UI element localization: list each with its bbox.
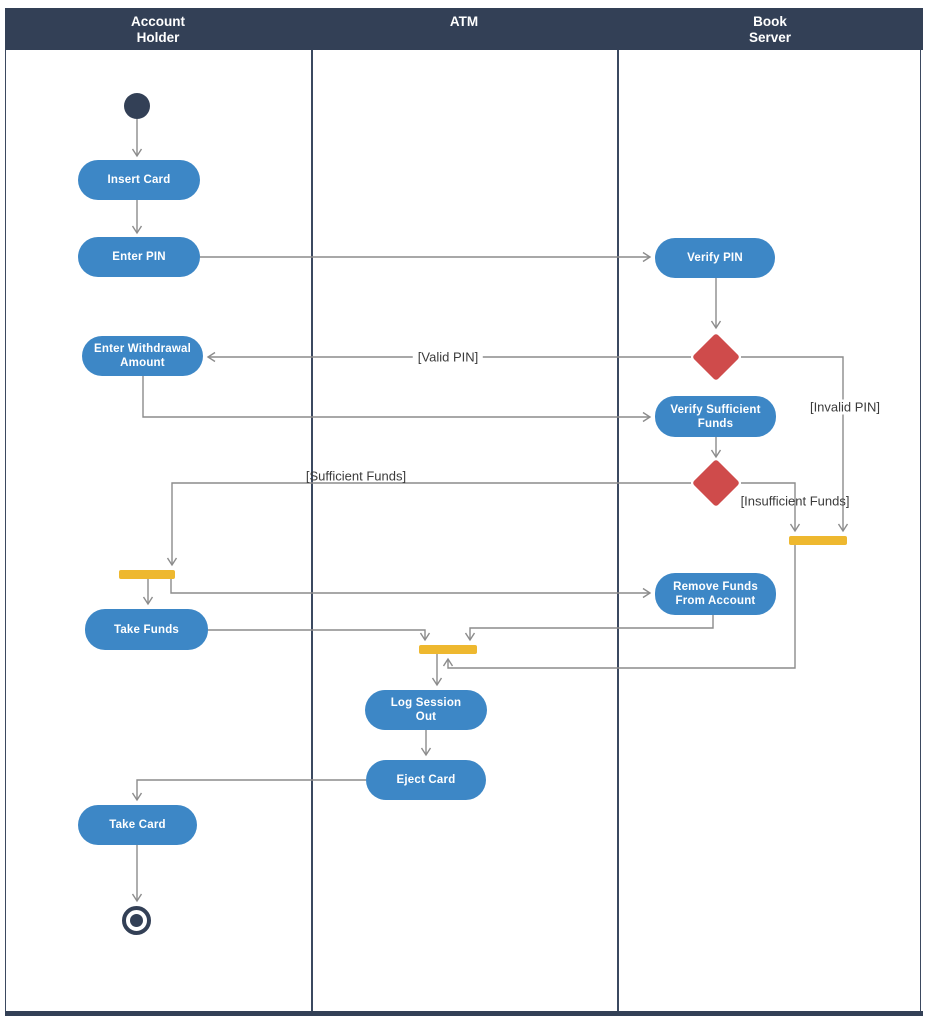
edge-label-valid-pin: [Valid PIN] [412,349,484,365]
swimlane-header: Account Holder ATM Book Server [5,8,923,50]
activity-take-funds: Take Funds [85,609,208,650]
activity-verify-sufficient-funds: Verify Sufficient Funds [655,396,776,437]
lane-divider-1 [311,50,313,1011]
sync-bar-account-holder [119,570,175,579]
lane-title-line: Account [131,14,185,29]
lane-title-book-server: Book Server [617,8,923,50]
lane-title-line: Server [748,30,792,45]
activity-log-session-out: Log Session Out [365,690,487,730]
activity-eject-card: Eject Card [366,760,486,800]
edge-label-sufficient-funds: [Sufficient Funds] [305,468,407,484]
lane-divider-2 [617,50,619,1011]
sync-bar-atm [419,645,477,654]
footer-bar [5,1011,923,1016]
edge-label-invalid-pin: [Invalid PIN] [804,399,886,415]
activity-enter-pin: Enter PIN [78,237,200,277]
lane-title-atm: ATM [311,8,617,50]
edge-label-insufficient-funds: [Insufficient Funds] [740,493,850,509]
lane-title-line: Book [753,14,787,29]
lane-title-line: ATM [449,14,479,29]
activity-insert-card: Insert Card [78,160,200,200]
activity-remove-funds-from-account: Remove Funds From Account [655,573,776,615]
lane-title-line: Holder [136,30,180,45]
activity-take-card: Take Card [78,805,197,845]
lane-title-account-holder: Account Holder [5,8,311,50]
end-node-dot [130,914,143,927]
start-node [124,93,150,119]
sync-bar-book-server [789,536,847,545]
end-node [122,906,151,935]
activity-verify-pin: Verify PIN [655,238,775,278]
activity-enter-withdrawal-amount: Enter Withdrawal Amount [82,336,203,376]
diagram-border [5,8,921,1014]
